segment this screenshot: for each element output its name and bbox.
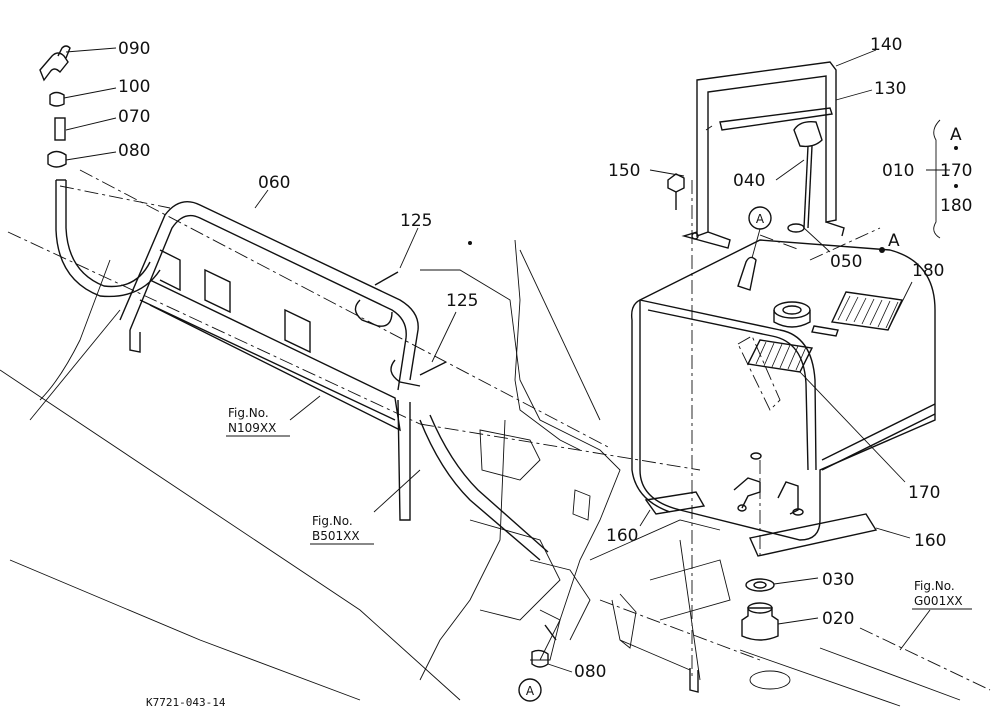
cab-body-outline xyxy=(0,239,621,701)
part-label-030: 030 xyxy=(822,570,854,590)
part-label-090: 090 xyxy=(118,39,150,59)
part-label-100: 100 xyxy=(118,77,150,97)
tank-bracket-130 xyxy=(681,61,845,249)
fig-ref-n109-line2: N109XX xyxy=(228,421,276,435)
group-dot-1 xyxy=(954,146,958,150)
part-label-010: 010 xyxy=(882,161,914,181)
part-label-125-b: 125 xyxy=(446,291,478,311)
label-170-hatch xyxy=(755,341,807,371)
part-label-070: 070 xyxy=(118,107,150,127)
part-label-170: 170 xyxy=(908,483,940,503)
frame-060 xyxy=(119,201,419,432)
bottom-fitting xyxy=(531,624,557,668)
fig-ref-b501-line2: B501XX xyxy=(312,529,360,543)
part-label-080-top: 080 xyxy=(118,141,150,161)
lower-frame xyxy=(589,519,961,707)
group-label-a: A xyxy=(950,125,962,145)
part-label-020: 020 xyxy=(822,609,854,629)
part-label-125-a: 125 xyxy=(400,211,432,231)
part-label-130: 130 xyxy=(874,79,906,99)
part-labels: 090 100 070 080 060 125 125 080 140 130 … xyxy=(118,35,972,682)
part-label-160-left: 160 xyxy=(606,526,638,546)
label-180-hatch xyxy=(837,295,899,329)
figure-references: Fig.No. N109XX Fig.No. B501XX Fig.No. G0… xyxy=(226,406,972,610)
strap-140 xyxy=(719,107,833,131)
part-label-060: 060 xyxy=(258,173,290,193)
leader-lines xyxy=(63,47,950,673)
callout-circle-a-top: A xyxy=(748,206,772,259)
fuel-hose-assembly xyxy=(39,45,161,298)
gasket-050 xyxy=(787,223,805,233)
drain-plug-parts xyxy=(689,578,791,693)
small-hole xyxy=(468,241,472,245)
hose-clips-125 xyxy=(354,271,549,561)
group-label-170: 170 xyxy=(940,161,972,181)
svg-text:A: A xyxy=(526,684,535,698)
part-label-140: 140 xyxy=(870,35,902,55)
drawing-code: K7721-043-14 xyxy=(146,696,226,709)
callout-a-tank: A xyxy=(888,231,900,251)
part-label-180: 180 xyxy=(912,261,944,281)
fig-ref-g001-line1: Fig.No. xyxy=(914,579,955,593)
part-label-160-right: 160 xyxy=(914,531,946,551)
pads-160 xyxy=(644,491,878,557)
part-label-040: 040 xyxy=(733,171,765,191)
part-label-150: 150 xyxy=(608,161,640,181)
bolt-150 xyxy=(667,173,685,210)
plug-020 xyxy=(741,607,779,641)
fig-ref-g001-line2: G001XX xyxy=(914,594,963,608)
fig-ref-n109-line1: Fig.No. xyxy=(228,406,269,420)
part-label-080-bottom: 080 xyxy=(574,662,606,682)
group-dot-2 xyxy=(954,184,958,188)
part-label-050: 050 xyxy=(830,252,862,272)
callout-a-dot xyxy=(879,247,885,253)
assembly-axes xyxy=(7,169,991,691)
washer-030 xyxy=(745,578,775,592)
fig-ref-b501-line1: Fig.No. xyxy=(312,514,353,528)
svg-text:A: A xyxy=(756,212,765,226)
group-label-180: 180 xyxy=(940,196,972,216)
fuel-cap-040 xyxy=(787,120,823,233)
callout-circle-a-bottom: A xyxy=(518,678,542,702)
